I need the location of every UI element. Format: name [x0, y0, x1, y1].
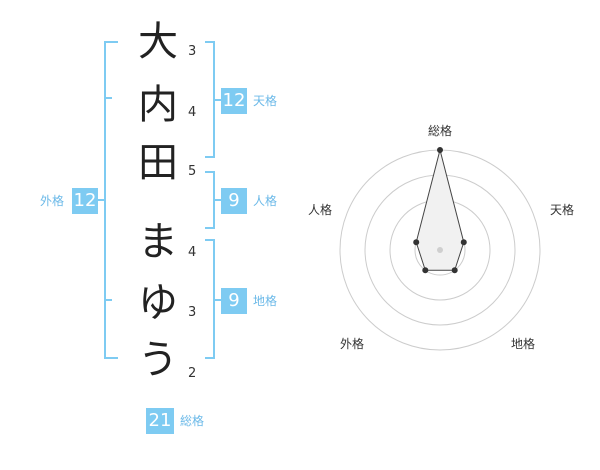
gaikaku-label: 外格: [40, 194, 65, 208]
name-char-3: 田: [138, 140, 178, 186]
chikaku-label: 地格: [253, 294, 278, 308]
jinkaku-value-badge: 9: [221, 188, 247, 214]
stroke-count-5: 3: [188, 305, 197, 320]
stroke-count-4: 4: [188, 245, 197, 260]
stroke-count-1: 3: [188, 44, 197, 59]
name-char-4: ま: [138, 219, 178, 265]
tenkaku-value-badge: 12: [221, 88, 247, 114]
name-char-5: ゆ: [138, 280, 178, 326]
radar-point-3: [422, 267, 429, 274]
radar-label-gaikaku: 外格: [340, 337, 365, 351]
name-char-2: 内: [138, 82, 178, 128]
stroke-count-2: 4: [188, 105, 197, 120]
chikaku-value-badge: 9: [221, 288, 247, 314]
radar-point-2: [451, 267, 458, 274]
radar-point-4: [413, 239, 420, 246]
name-char-6: う: [138, 337, 178, 383]
soukaku-label: 総格: [180, 414, 205, 428]
radar-label-chikaku: 地格: [511, 337, 536, 351]
radar-point-1: [460, 239, 467, 246]
stroke-count-3: 5: [188, 164, 197, 179]
radar-label-soukaku: 総格: [428, 124, 453, 138]
soukaku-value-badge: 21: [146, 408, 174, 434]
radar-series-polygon: [415, 149, 465, 271]
name-char-1: 大: [138, 19, 178, 65]
jinkaku-label: 人格: [253, 194, 278, 208]
radar-center-dot: [437, 247, 443, 253]
radar-label-tenkaku: 天格: [550, 203, 575, 217]
gaikaku-value-badge: 12: [72, 188, 98, 214]
tenkaku-label: 天格: [253, 94, 278, 108]
radar-point-0: [437, 147, 443, 153]
radar-label-jinkaku: 人格: [308, 203, 333, 217]
stroke-count-6: 2: [188, 366, 197, 381]
